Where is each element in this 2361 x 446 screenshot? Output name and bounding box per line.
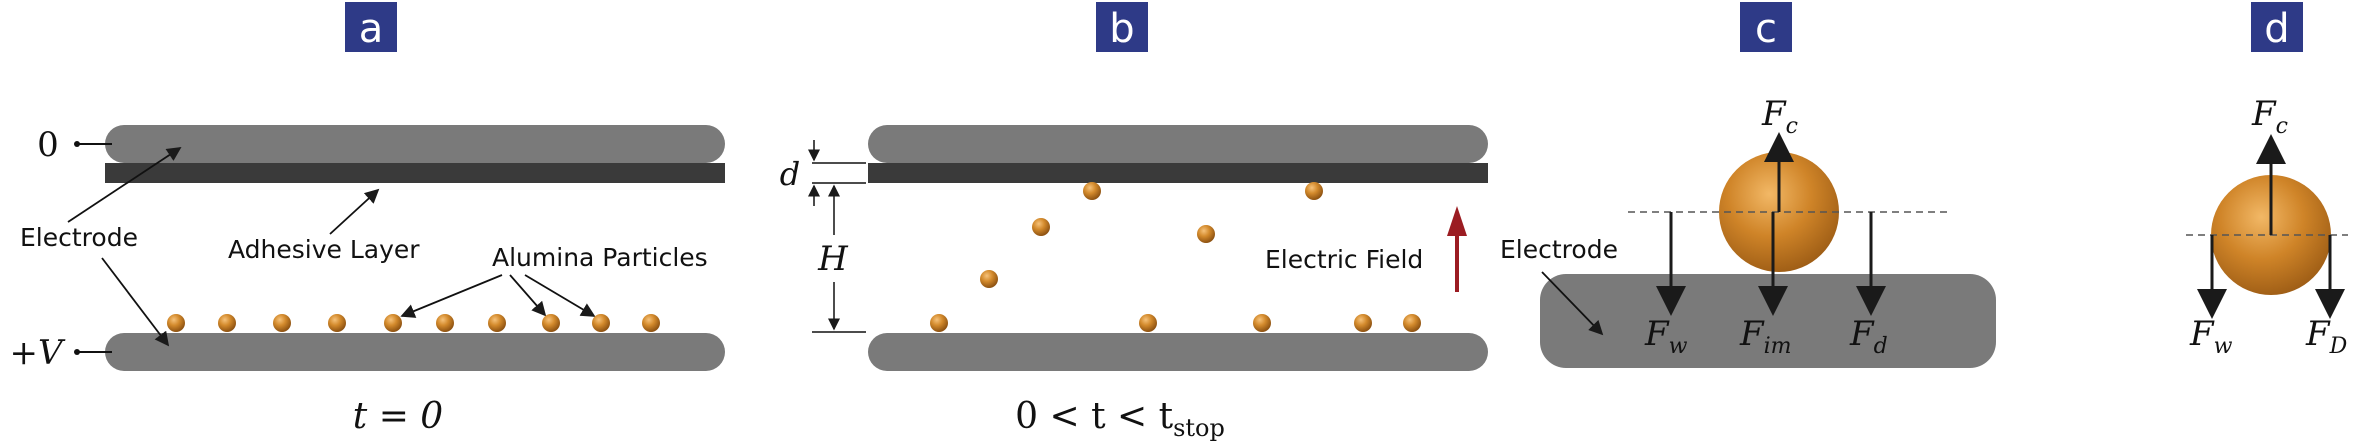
panel-d: d Fc Fw FD (2186, 2, 2348, 359)
force-c-label-d: Fc (2251, 94, 2288, 139)
force-D-label-d: FD (2305, 314, 2348, 359)
particle (642, 314, 660, 332)
panel-a-tag-bg (345, 2, 397, 52)
particle (592, 314, 610, 332)
particle (1354, 314, 1372, 332)
adhesive-layer-b (868, 163, 1488, 183)
top-electrode-a (105, 125, 725, 163)
panel-a-tag: a (359, 6, 384, 52)
panel-c-tag: c (1755, 6, 1777, 52)
particle (328, 314, 346, 332)
particles-a (167, 314, 660, 332)
adhesive-layer-a (105, 163, 725, 183)
particle (218, 314, 236, 332)
potential-top-label: 0 (37, 125, 59, 165)
h-label: H (817, 239, 849, 279)
force-w-label: Fw (1644, 314, 1688, 359)
particle (1305, 182, 1323, 200)
d-label: d (780, 155, 800, 193)
particle (1403, 314, 1421, 332)
panel-c-tag-bg (1740, 2, 1792, 52)
particle-pointer-3 (524, 274, 596, 317)
panel-a: a 0 +V Electrode Adhesive Layer Alumina … (9, 2, 725, 437)
electric-field-label: Electric Field (1265, 245, 1423, 274)
panel-b: b d H Electric Field 0 < t < (780, 2, 1488, 442)
particle (1139, 314, 1157, 332)
particle-pointer-2 (509, 274, 547, 317)
adhesive-layer-label: Adhesive Layer (228, 235, 420, 264)
particle (980, 270, 998, 288)
electrode-pointer-c (1541, 271, 1604, 336)
particle (488, 314, 506, 332)
particle (930, 314, 948, 332)
particles-b (930, 182, 1421, 332)
field-arrow-head (1447, 206, 1467, 236)
force-w-label-d: Fw (2189, 314, 2233, 359)
particle-pointer-1 (400, 274, 503, 318)
particle (1083, 182, 1101, 200)
caption-a: t = 0 (353, 396, 443, 437)
electrode-pointer-bottom (101, 257, 170, 347)
force-im-label: Fim (1739, 314, 1792, 359)
panel-b-tag-bg (1096, 2, 1148, 52)
force-c-label: Fc (1761, 94, 1798, 139)
particle (384, 314, 402, 332)
particle (167, 314, 185, 332)
panel-b-tag: b (1109, 6, 1134, 52)
particle (1197, 225, 1215, 243)
panel-d-tag: d (2264, 6, 2289, 52)
panel-c: c Electrode Fc Fw Fim Fd (1500, 2, 1996, 368)
caption-b: 0 < t < tstop (1015, 396, 1225, 442)
bottom-electrode-b (868, 333, 1488, 371)
adhesive-pointer (329, 188, 380, 235)
alumina-particles-label: Alumina Particles (492, 243, 708, 272)
particle (1032, 218, 1050, 236)
electrode-pointer-top (67, 147, 182, 223)
bottom-electrode-a (105, 333, 725, 371)
potential-bottom-label: +V (9, 333, 65, 373)
particle (273, 314, 291, 332)
electrode-label-a: Electrode (20, 223, 138, 252)
force-d-label: Fd (1849, 314, 1888, 359)
particle (542, 314, 560, 332)
particle (1253, 314, 1271, 332)
top-electrode-b (868, 125, 1488, 163)
panel-d-tag-bg (2251, 2, 2303, 52)
electrode-label-c: Electrode (1500, 235, 1618, 264)
particle (436, 314, 454, 332)
